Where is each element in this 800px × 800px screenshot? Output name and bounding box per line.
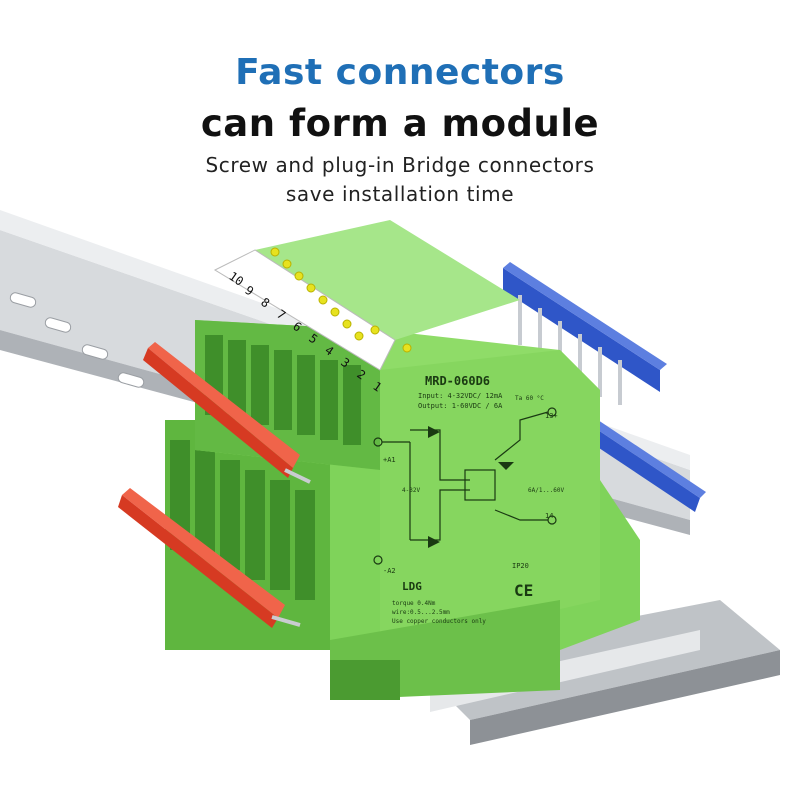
channel-number: 10 [226,269,246,289]
output-range-label: 6A/1...60V [528,487,565,494]
conductor-note: Use copper conductors only [392,618,486,625]
red-bridge-connector-bottom [118,488,301,628]
wire-spec: wire:0.5...2.5mm [392,609,450,616]
terminal-14-label: 14 [545,512,553,520]
headline-subtitle: can form a module [200,102,600,145]
red-bridge-connector-top [143,342,311,484]
input-range-label: 4-32V [402,487,420,494]
input-spec: Input: 4-32VDC/ 12mA [418,392,503,400]
circuit-schematic [373,407,557,565]
description-line-2: save installation time [285,182,515,206]
ce-mark-icon: CE [514,581,533,600]
output-spec: Output: 1-60VDC / 6A [418,402,503,410]
terminal-a2-label: -A2 [383,567,396,575]
temperature-label: Ta 60 °C [515,395,544,402]
led-indicator-icon [270,247,412,353]
blue-bridge-connector-top [503,262,667,405]
blue-bridge-connector-bottom [575,412,706,512]
terminal-a1-label: +A1 [383,456,396,464]
relay-module [165,220,640,700]
headline-title: Fast connectors [235,52,565,93]
brand-logo-icon: LDG [402,580,422,593]
torque-spec: torque 0.4Nm [392,600,436,607]
ip-rating-label: IP20 [512,562,529,570]
diode-symbol-icon [428,426,514,548]
model-label: MRD-060D6 [425,374,490,388]
description-line-1: Screw and plug-in Bridge connectors [205,153,595,177]
